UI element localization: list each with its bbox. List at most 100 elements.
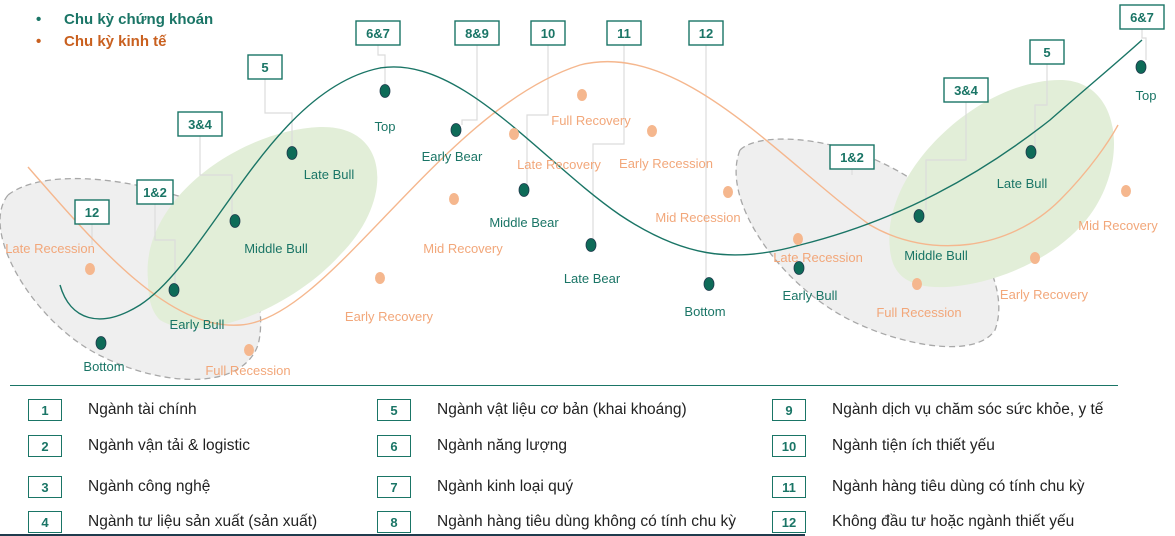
sector-tag-label: 10: [541, 26, 555, 41]
economic-phase-dot: [449, 193, 459, 205]
economic-phase-label: Mid Recovery: [1078, 218, 1158, 233]
sector-tag: 12: [688, 20, 724, 46]
stock-phase-label: Top: [375, 119, 396, 134]
economic-phase-dot: [85, 263, 95, 275]
sector-tag-box: [355, 20, 401, 46]
economic-phase-dot: [244, 344, 254, 356]
bottom-rule: [0, 534, 805, 536]
sector-tag: 1&2: [136, 179, 174, 205]
stock-phase-dot: [229, 214, 241, 228]
economic-phase-dot: [375, 272, 385, 284]
stock-phase-label: Late Bear: [564, 271, 621, 286]
sector-key-text: Ngành công nghệ: [88, 478, 211, 495]
stock-cycle-curve: [59, 39, 1143, 320]
sector-tag-label: 11: [617, 26, 631, 41]
sector-key-text: Ngành hàng tiêu dùng không có tính chu k…: [437, 513, 737, 530]
economic-phase-label: Early Recession: [619, 156, 713, 171]
sector-tag-box: [1119, 4, 1165, 30]
economic-phase-label: Late Recession: [773, 250, 863, 265]
legend-economic-cycle: •Chu kỳ kinh tế: [36, 33, 167, 50]
sector-tag: 3&4: [177, 111, 223, 137]
tag-connector-line: [264, 79, 293, 148]
sector-tag-label: 12: [699, 26, 713, 41]
stock-phase-label: Early Bear: [422, 149, 483, 164]
stock-phase-dot: [379, 84, 391, 98]
sector-key-text: Ngành dịch vụ chăm sóc sức khỏe, y tế: [832, 401, 1104, 418]
tag-connector-line: [592, 45, 625, 240]
tag-connectors: [91, 29, 1147, 285]
sector-key-text: Ngành tiện ích thiết yếu: [832, 437, 995, 454]
sector-key-item: 5 Ngành vật liệu cơ bản (khai khoáng): [377, 398, 687, 422]
sector-key-number: 11: [772, 476, 806, 498]
sector-key-item: 11 Ngành hàng tiêu dùng có tính chu kỳ: [772, 475, 1085, 499]
sector-key-number: 8: [377, 511, 411, 533]
economic-phase-dot: [509, 128, 519, 140]
sector-key-item: 10 Ngành tiện ích thiết yếu: [772, 434, 995, 458]
sector-tag-label: 3&4: [954, 83, 979, 98]
sector-tag-label: 6&7: [366, 26, 390, 41]
economic-phase-label: Full Recovery: [551, 113, 631, 128]
economic-phase-label: Full Recession: [205, 363, 290, 378]
sector-key-number: 5: [377, 399, 411, 421]
stock-phase-label: Bottom: [83, 359, 124, 374]
sector-key-item: 9 Ngành dịch vụ chăm sóc sức khỏe, y tế: [772, 398, 1103, 422]
sector-key-text: Ngành hàng tiêu dùng có tính chu kỳ: [832, 478, 1085, 495]
sector-tag-label: 5: [1043, 45, 1050, 60]
stock-phase-dot: [286, 146, 298, 160]
sector-tag: 1&2: [829, 144, 875, 170]
sector-tag-label: 8&9: [465, 26, 489, 41]
legend-bullet: •: [36, 11, 42, 28]
sector-tag: 3&4: [943, 77, 989, 103]
stock-phase-label: Middle Bull: [904, 248, 968, 263]
sector-key-number: 10: [772, 435, 806, 457]
sector-tag-box: [1029, 39, 1065, 65]
sector-key-text: Không đầu tư hoặc ngành thiết yếu: [832, 513, 1075, 530]
sector-tag-box: [136, 179, 174, 205]
sector-tag-box: [530, 20, 566, 46]
sector-tag-box: [74, 199, 110, 225]
economic-cycle-curve: [27, 60, 1119, 326]
stock-phase-dot: [585, 238, 597, 252]
sector-tag-box: [247, 54, 283, 80]
sector-key-number: 9: [772, 399, 806, 421]
stock-phase-dot: [913, 209, 925, 223]
tag-connector-line: [1034, 64, 1048, 147]
sector-key-text: Ngành vật liệu cơ bản (khai khoáng): [437, 401, 687, 418]
legend-stock-cycle: •Chu kỳ chứng khoán: [36, 11, 213, 28]
stock-phase-dot: [793, 261, 805, 275]
economic-phase-label: Late Recovery: [517, 157, 601, 172]
stock-phase-points: Bottom Early Bull Middle Bull Late Bull TopE…: [83, 60, 1156, 374]
stock-phase-dot: [1025, 145, 1037, 159]
sector-tag: 5: [247, 54, 283, 80]
stock-phase-label: Early Bull: [783, 288, 838, 303]
phase-zones: [0, 80, 1114, 380]
sector-key-number: 7: [377, 476, 411, 498]
stock-phase-label: Late Bull: [997, 176, 1048, 191]
economic-phase-dot: [1030, 252, 1040, 264]
economic-phase-dot: [723, 186, 733, 198]
sector-key-text: Ngành năng lượng: [437, 437, 567, 454]
sector-tag-box: [943, 77, 989, 103]
sector-tag-label: 5: [261, 60, 268, 75]
bull-zone-left: [147, 126, 378, 329]
sector-tag: 5: [1029, 39, 1065, 65]
stock-phase-dot: [450, 123, 462, 137]
stock-phase-dot: [703, 277, 715, 291]
sector-key-text: Ngành tài chính: [88, 401, 197, 418]
economic-phase-label: Early Recovery: [1000, 287, 1089, 302]
sector-key-number: 3: [28, 476, 62, 498]
sector-key-number: 2: [28, 435, 62, 457]
sector-key-text: Ngành tư liệu sản xuất (sản xuất): [88, 513, 318, 530]
sector-tag-label: 6&7: [1130, 10, 1154, 25]
sector-tag-label: 1&2: [143, 185, 167, 200]
economic-phase-label: Full Recession: [876, 305, 961, 320]
sector-tag: 6&7: [355, 20, 401, 46]
stock-phase-dot: [168, 283, 180, 297]
economic-phase-label: Mid Recovery: [423, 241, 503, 256]
